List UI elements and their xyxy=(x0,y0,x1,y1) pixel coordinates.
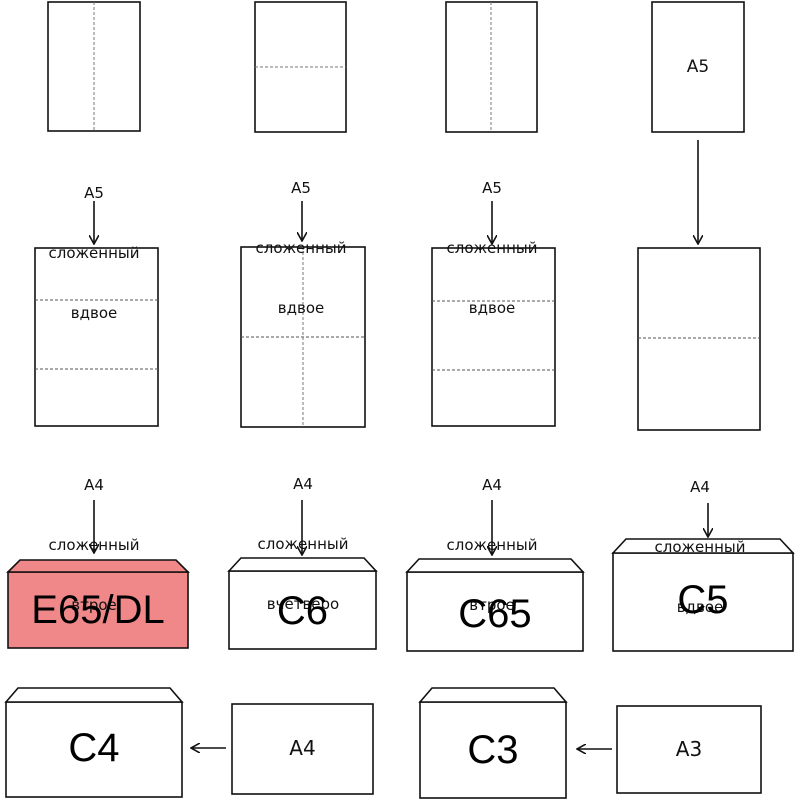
caption-line: вдвое xyxy=(277,299,325,317)
caption-line: сложенный xyxy=(48,244,140,262)
caption-line: A5 xyxy=(84,184,104,202)
a3-sheet-landscape xyxy=(616,705,762,794)
caption-line: втрое xyxy=(71,596,117,614)
envelope-label-c5: C5 xyxy=(677,578,729,622)
envelope-c3 xyxy=(418,687,568,799)
caption-line: вдвое xyxy=(676,598,724,616)
a5-caption-col3: A5 сложенный вдвое xyxy=(422,138,562,358)
caption-line: сложенный xyxy=(446,536,538,554)
sheet-label-a4: A4 xyxy=(289,736,316,760)
sheet-label-a3: A3 xyxy=(675,737,703,761)
a4-sheet-landscape xyxy=(231,703,374,795)
caption-line: вдвое xyxy=(70,304,118,322)
a5-sheet-col1 xyxy=(47,1,141,132)
caption-line: сложенный xyxy=(255,239,347,257)
envelope-label-c6: C6 xyxy=(276,589,329,633)
caption-line: A5 xyxy=(482,179,502,197)
a4-sheet-col1 xyxy=(34,247,159,427)
a4-sheet-col4 xyxy=(637,247,761,431)
envelope-label-c65: C65 xyxy=(458,592,532,636)
envelope-e65-dl xyxy=(6,559,190,649)
a5-sheet-col4 xyxy=(651,1,745,133)
envelope-label-c4: C4 xyxy=(68,726,120,770)
caption-line: сложенный xyxy=(446,239,538,257)
caption-line: сложенный xyxy=(654,538,746,556)
a4-caption-col4: A4 сложенный вдвое xyxy=(630,437,770,657)
a5-caption-col1: A5 сложенный вдвое xyxy=(24,143,164,363)
caption-line: сложенный xyxy=(257,535,349,553)
envelope-c65 xyxy=(405,558,585,652)
a4-sheet-col3 xyxy=(431,247,556,427)
caption-line: A4 xyxy=(482,476,502,494)
a4-caption-col3: A4 сложенный втрое xyxy=(422,435,562,655)
caption-line: A4 xyxy=(84,476,104,494)
caption-line: втрое xyxy=(469,596,515,614)
envelope-label-c3: C3 xyxy=(467,728,519,772)
caption-line: A4 xyxy=(293,475,313,493)
caption-line: вчетверо xyxy=(266,595,340,613)
a4-caption-col1: A4 сложенный втрое xyxy=(24,435,164,655)
envelope-c5 xyxy=(611,538,795,652)
envelope-c6 xyxy=(227,557,378,650)
caption-line: A5 xyxy=(291,179,311,197)
caption-line: A4 xyxy=(690,478,710,496)
a4-caption-col2: A4 сложенный вчетверо xyxy=(233,434,373,654)
caption-line: сложенный xyxy=(48,536,140,554)
a5-caption-col2: A5 сложенный вдвое xyxy=(231,138,371,358)
caption-line: вдвое xyxy=(468,299,516,317)
envelope-c4 xyxy=(4,687,184,798)
a5-sheet-label: A5 xyxy=(686,57,710,77)
envelope-label-e65-dl: E65/DL xyxy=(31,588,165,632)
